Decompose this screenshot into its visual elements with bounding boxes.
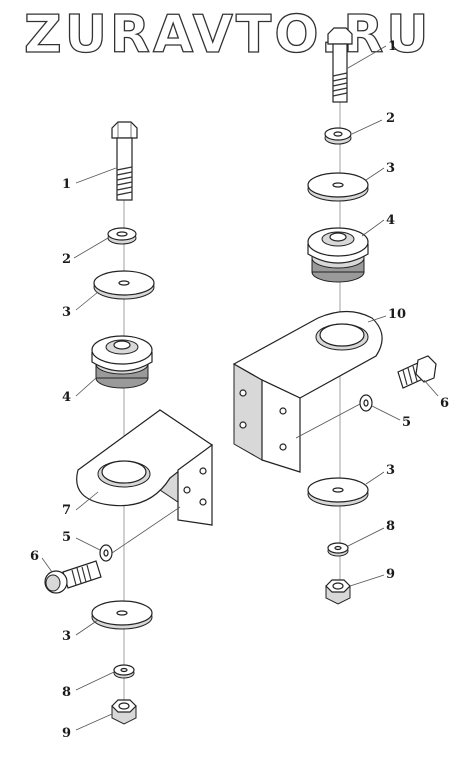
- left-callout-bracket: 7: [62, 503, 71, 518]
- left-assembly: [41, 121, 214, 731]
- left-bracket: [76, 409, 214, 526]
- right-spring-washer: [327, 542, 349, 557]
- left-callout-spring-washer: 8: [62, 685, 71, 700]
- right-lock-washer: [359, 394, 373, 412]
- right-callout-washer: 2: [386, 111, 395, 126]
- left-flat-washer: [93, 270, 155, 300]
- watermark-text: ZURAVTO.RU: [24, 5, 431, 62]
- left-lock-washer: [99, 544, 113, 562]
- left-callout-nut: 9: [62, 726, 71, 741]
- right-nut: [325, 579, 351, 605]
- right-callout-bolt: 1: [388, 39, 397, 54]
- watermark-logo: ZURAVTO.RU: [24, 4, 431, 62]
- left-callout-washer: 2: [62, 252, 71, 267]
- left-callout-flat-washer: 3: [62, 305, 71, 320]
- right-flat-washer: [307, 172, 369, 202]
- right-callout-spring-washer: 8: [386, 519, 395, 534]
- left-rubber-cushion: [91, 335, 153, 389]
- right-bracket: [232, 310, 383, 473]
- left-callout-side-bolt: 6: [30, 549, 39, 564]
- right-callout-bracket: 10: [388, 307, 406, 322]
- right-callout-flat-washer: 3: [386, 161, 395, 176]
- right-callout-lock-washer: 5: [402, 415, 411, 430]
- right-rubber-cushion: [307, 227, 369, 283]
- left-bolt: [111, 121, 138, 201]
- left-washer: [107, 227, 137, 245]
- left-callout-rubber-cushion: 4: [62, 390, 71, 405]
- left-nut: [111, 699, 137, 725]
- right-callout-nut: 9: [386, 567, 395, 582]
- left-flat-washer-lower: [91, 600, 153, 630]
- left-spring-washer: [113, 664, 135, 679]
- left-callout-flat-washer-lower: 3: [62, 629, 71, 644]
- right-bolt: [327, 27, 353, 103]
- right-washer: [324, 127, 352, 145]
- right-callout-rubber-cushion: 4: [386, 213, 395, 228]
- right-callout-flat-washer-lower: 3: [386, 463, 395, 478]
- left-callout-lock-washer: 5: [62, 530, 71, 545]
- right-assembly: [232, 27, 439, 605]
- right-flat-washer-lower: [307, 477, 369, 507]
- right-callout-side-bolt: 6: [440, 396, 449, 411]
- left-side-bolt: [44, 560, 102, 594]
- right-side-bolt: [397, 355, 437, 389]
- left-callout-bolt: 1: [62, 177, 71, 192]
